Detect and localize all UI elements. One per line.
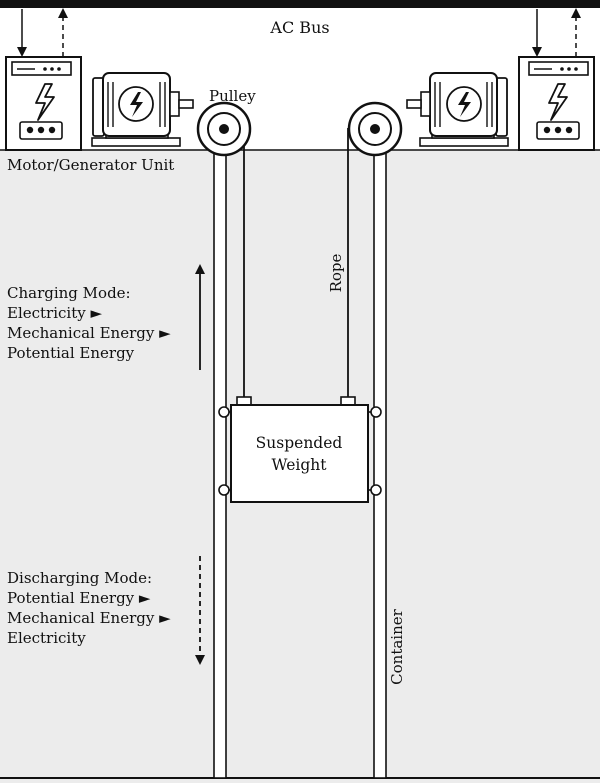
right-converter-icon [518,56,595,151]
left-motor-generator-icon [91,72,194,147]
left-pulley-icon [196,101,252,157]
discharging-mode-note: Discharging Mode: Potential Energy ► Mec… [7,556,205,665]
charging-line2: Electricity ► [7,304,102,322]
charging-mode-note: Charging Mode: Electricity ► Mechanical … [7,264,205,370]
left-shaft-wall [213,149,227,779]
left-converter-icon [5,56,82,151]
right-pulley-icon [347,101,403,157]
weight-label-line1: Suspended [256,434,343,452]
motor-generator-unit-label: Motor/Generator Unit [7,156,174,174]
bus-arrows [17,8,581,57]
ropes [243,128,349,398]
pulley-label: Pulley [209,87,256,105]
ac-bus-label: AC Bus [269,18,329,37]
charging-line3: Mechanical Energy ► [7,324,171,342]
container-label: Container [388,608,406,684]
right-motor-generator-icon [406,72,509,147]
discharging-line2: Potential Energy ► [7,589,151,607]
suspended-weight: Suspended Weight [218,396,382,503]
weight-block [230,404,369,503]
weight-label-line2: Weight [272,456,328,474]
rope-label: Rope [327,253,345,292]
container-shaft [213,149,387,779]
charging-line4: Potential Energy [7,344,135,362]
charging-line1: Charging Mode: [7,284,131,302]
discharging-line1: Discharging Mode: [7,569,152,587]
guide-rollers [218,406,382,496]
right-shaft-wall [373,149,387,779]
discharging-line3: Mechanical Energy ► [7,609,171,627]
ac-bus-bar [0,0,600,8]
discharging-line4: Electricity [7,629,86,647]
